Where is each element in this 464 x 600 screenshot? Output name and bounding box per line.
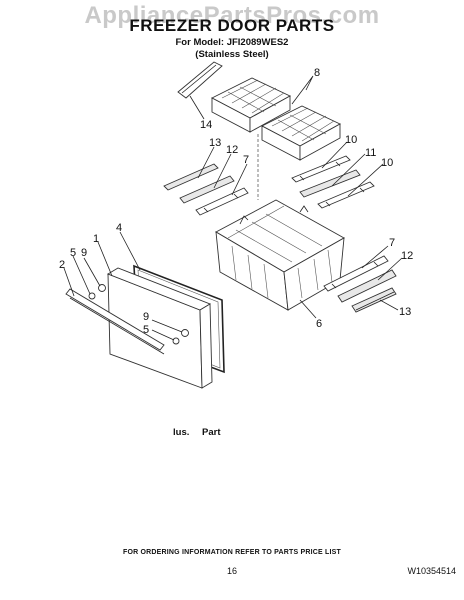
part-6-lower-basket[interactable] <box>215 199 345 311</box>
model-number: For Model: JFI2089WES2 <box>175 37 289 48</box>
callout-7-upper: 7 <box>243 154 249 166</box>
part-13-rail-upper-left[interactable] <box>163 163 219 191</box>
callout-13-upper: 13 <box>209 137 221 149</box>
part-10-rail-upper-right[interactable] <box>291 155 351 183</box>
callout-13-lower: 13 <box>399 306 411 318</box>
page-title: FREEZER DOOR PARTS <box>129 16 335 35</box>
callout-5-upper: 5 <box>70 247 76 259</box>
callout-6: 6 <box>316 318 322 330</box>
callout-8: 8 <box>314 67 320 79</box>
caption-part: Part <box>202 427 221 438</box>
part-2-door-handle[interactable] <box>65 288 165 355</box>
ordering-note: FOR ORDERING INFORMATION REFER TO PARTS … <box>122 549 342 556</box>
document-number: W10354514 <box>407 566 456 576</box>
callout-12-upper: 12 <box>226 144 238 156</box>
callout-1: 1 <box>93 233 99 245</box>
page-number: 16 <box>226 566 237 576</box>
part-12-rail-cover-right[interactable] <box>337 269 397 303</box>
part-8-upper-basket-left[interactable] <box>211 77 291 133</box>
part-5-screw-upper[interactable] <box>88 292 96 300</box>
callout-9-lower: 9 <box>143 311 149 323</box>
part-9-spacer-lower[interactable] <box>181 329 189 337</box>
callout-14: 14 <box>200 119 212 131</box>
part-14-trim-strip[interactable] <box>177 61 223 99</box>
part-5-screw-lower[interactable] <box>172 337 180 345</box>
part-10-rail-lower-right[interactable] <box>317 181 375 209</box>
leader-lines <box>63 75 403 341</box>
callout-11: 11 <box>365 147 376 159</box>
part-13-rail-lower-right[interactable] <box>351 287 397 313</box>
callout-10-upper: 10 <box>345 134 357 146</box>
callout-2: 2 <box>59 259 65 271</box>
part-11-rail-middle-right[interactable] <box>299 169 361 198</box>
part-7-slide-left[interactable] <box>195 187 249 216</box>
watermark: AppliancePartsPros.com <box>84 2 380 29</box>
callout-10-lower: 10 <box>381 157 393 169</box>
callout-7-lower: 7 <box>389 237 395 249</box>
part-12-rail-cover-left[interactable] <box>179 175 235 204</box>
model-finish: (Stainless Steel) <box>195 49 269 60</box>
part-8-upper-basket-right[interactable] <box>261 105 341 161</box>
callout-12-lower: 12 <box>401 250 413 262</box>
part-9-spacer-upper[interactable] <box>98 284 106 292</box>
callout-9-upper: 9 <box>81 247 87 259</box>
callout-4: 4 <box>116 222 122 234</box>
callout-5-lower: 5 <box>143 324 149 336</box>
caption-illustration: lus. <box>173 427 190 438</box>
